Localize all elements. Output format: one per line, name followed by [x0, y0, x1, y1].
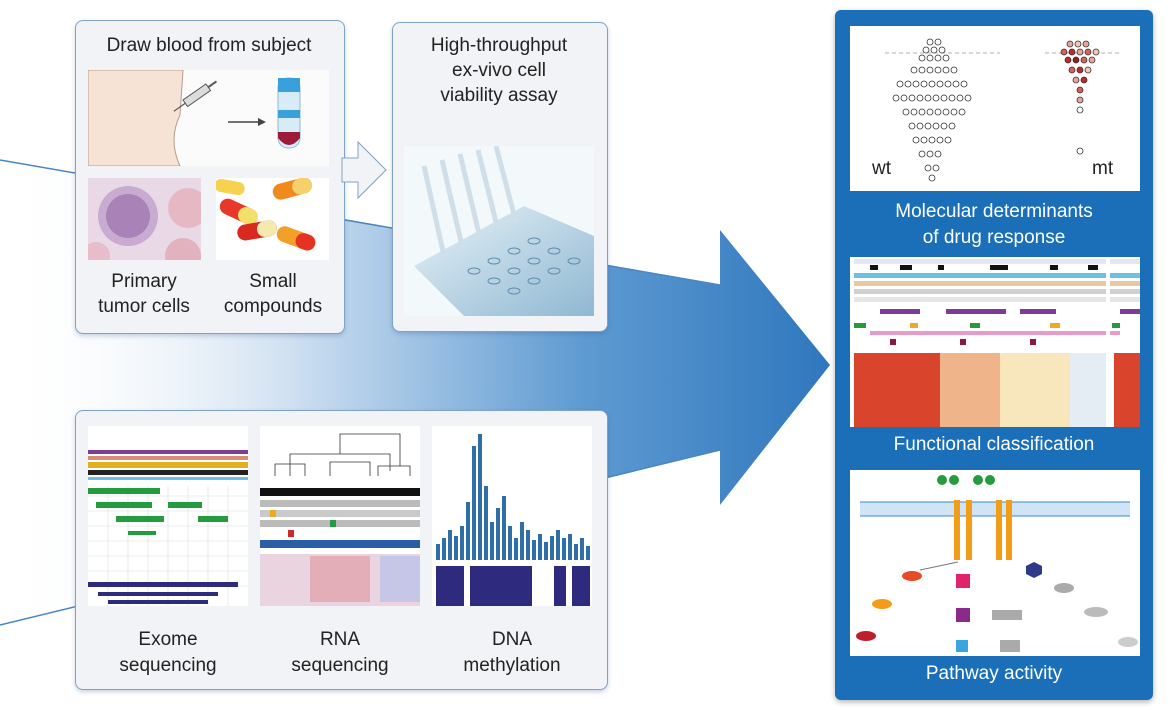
compounds-label-1: Small [249, 271, 297, 292]
tumor-cells-image [88, 178, 201, 260]
blood-draw-title: Draw blood from subject [106, 35, 312, 56]
exome-label-2: sequencing [119, 655, 217, 676]
beeswarm-plot [850, 26, 1140, 191]
blood-draw-illustration [88, 70, 329, 166]
dna-label-1: DNA [491, 629, 533, 650]
tumor-cells-label-1: Primary [111, 271, 177, 292]
wt-label: wt [872, 158, 891, 179]
assay-title-line-2: ex-vivo cell [452, 60, 546, 81]
rna-label-1: RNA [319, 629, 361, 650]
dna-methylation-chart [432, 426, 592, 606]
tumor-cells-label-2: tumor cells [98, 296, 190, 317]
small-compounds-image [216, 178, 329, 260]
mt-label: mt [1092, 158, 1114, 179]
exome-matrix [88, 426, 248, 606]
assay-plate-image [404, 146, 594, 316]
assay-title-line-3: viability assay [440, 85, 558, 106]
card-pointer-arrow [341, 140, 387, 200]
exome-label-1: Exome [138, 629, 198, 650]
functional-heatmap [850, 257, 1140, 427]
molecular-label-1: Molecular determinants [895, 201, 1093, 222]
assay-title-line-1: High-throughput [430, 35, 568, 56]
molecular-label-2: of drug response [922, 227, 1066, 248]
functional-classification-label: Functional classification [893, 434, 1095, 455]
compounds-label-2: compounds [223, 296, 323, 317]
rna-heatmap [260, 426, 420, 606]
pathway-activity-label: Pathway activity [925, 663, 1063, 684]
pathway-diagram [850, 470, 1140, 656]
dna-label-2: methylation [463, 655, 561, 676]
rna-label-2: sequencing [291, 655, 389, 676]
